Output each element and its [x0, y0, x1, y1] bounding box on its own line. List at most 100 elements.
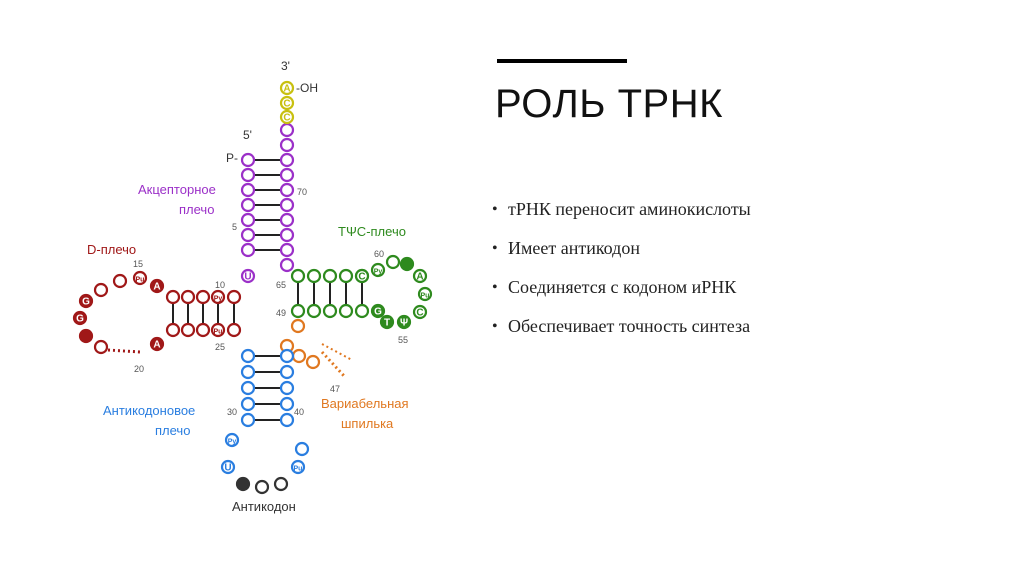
tpsic-arm-bead — [290, 303, 306, 319]
d-arm-bead — [180, 322, 196, 338]
bullet-dot-icon: • — [492, 318, 498, 335]
bullet-text: Имеет антикодон — [508, 238, 640, 258]
anticodon-stem-bead — [279, 380, 295, 396]
anticodon-loop-bead — [224, 432, 240, 448]
variable-loop-dots — [320, 350, 347, 379]
n20-label: 20 — [134, 364, 144, 374]
tpsic-loop-bead — [370, 303, 386, 319]
anticodon-stem-bead — [279, 412, 295, 428]
acceptor-stem-bead — [279, 197, 295, 213]
base-letter: C — [416, 308, 423, 319]
base-letter: Py — [374, 269, 383, 276]
anticodon-stem-bead — [240, 396, 256, 412]
d-loop-bead — [72, 310, 88, 326]
n60-label: 60 — [374, 249, 384, 259]
d-loop-bead — [149, 336, 165, 352]
p-label: P- — [226, 151, 238, 165]
tpsic-loop-bead — [370, 262, 386, 278]
d-loop-bead — [93, 339, 109, 355]
variable-loop-bead — [290, 318, 306, 334]
d-loop-bead — [112, 273, 128, 289]
n47-label: 47 — [330, 384, 340, 394]
acceptor-arm-label: Акцепторное — [138, 182, 216, 197]
tpsic-loop-bead — [396, 314, 412, 330]
acceptor-stem-bead — [240, 182, 256, 198]
acceptor-stem-bead — [279, 167, 295, 183]
acceptor-end-bead — [279, 80, 295, 96]
n49-label: 49 — [276, 308, 286, 318]
d-loop-bead — [93, 282, 109, 298]
anticodon-bead — [235, 476, 251, 492]
d-arm-bead — [180, 289, 196, 305]
acceptor-stem-bead — [240, 212, 256, 228]
five-prime-label: 5' — [243, 128, 252, 142]
anticodon-stem-bead — [240, 380, 256, 396]
d-arm-bead — [165, 322, 181, 338]
diagram-labels: 3' -OH 5' P- Акцепторное плечо 70 5 D-пл… — [87, 59, 409, 514]
base-letter: U — [224, 463, 231, 474]
anticodon-stem-bead — [279, 348, 295, 364]
slide-title: РОЛЬ ТРНК — [495, 82, 723, 126]
n10-label: 10 — [215, 280, 225, 290]
base-letter: Ψ — [400, 318, 408, 329]
tpsic-loop-bead — [385, 254, 401, 270]
tpsic-loop-bead — [399, 256, 415, 272]
base-letter: C — [358, 272, 365, 283]
variable-loop-bead — [305, 354, 321, 370]
anticodon-arm-label-2: плечо — [155, 423, 190, 438]
n30-label: 30 — [227, 407, 237, 417]
tpsic-arm-bead — [338, 303, 354, 319]
base-letter: U — [244, 272, 251, 283]
acceptor-stem-bead — [279, 122, 295, 138]
anticodon-loop-bead — [294, 441, 310, 457]
acceptor-stem-bead — [279, 227, 295, 243]
acceptor-stem-bead — [240, 152, 256, 168]
junction-bead — [240, 268, 256, 284]
base-letter: Pu — [421, 293, 430, 300]
bullet-item: •Соединяется с кодоном иРНК — [492, 268, 751, 307]
bullet-text: тРНК переносит аминокислоты — [508, 199, 751, 219]
base-letter: A — [283, 84, 290, 95]
bullet-dot-icon: • — [492, 201, 498, 218]
bullet-text: Соединяется с кодоном иРНК — [508, 277, 737, 297]
tpsic-arm-bead — [354, 303, 370, 319]
anticodon-stem-bead — [240, 348, 256, 364]
bullet-item: • Имеет антикодон — [492, 229, 751, 268]
tpsic-arm-bead — [322, 303, 338, 319]
acceptor-end-bead — [279, 95, 295, 111]
acceptor-stem-bead — [279, 137, 295, 153]
n65-label: 65 — [276, 280, 286, 290]
tpsic-arm-bead — [354, 268, 370, 284]
tpsic-loop-bead — [379, 314, 395, 330]
n55-label: 55 — [398, 335, 408, 345]
n25-label: 25 — [215, 342, 225, 352]
base-letter: Py — [228, 439, 237, 446]
acceptor-stem-bead — [279, 212, 295, 228]
base-letter: G — [76, 314, 84, 325]
d-arm-bead — [210, 322, 226, 338]
anticodon-stem-bead — [279, 396, 295, 412]
tpsic-loop-bead — [412, 304, 428, 320]
acceptor-end-bead — [279, 109, 295, 125]
anticodon-bead — [254, 479, 270, 495]
bullet-dot-icon: • — [492, 240, 498, 257]
d-loop-bead — [149, 278, 165, 294]
anticodon-arm-label: Антикодоновое — [103, 403, 195, 418]
base-letter: G — [82, 297, 90, 308]
tpsic-arm-bead — [290, 268, 306, 284]
d-arm-bead — [226, 322, 242, 338]
tpsic-loop-bead — [417, 286, 433, 302]
tpsic-loop-bead — [412, 268, 428, 284]
acceptor-stem-bead — [279, 182, 295, 198]
d-arm-bead — [165, 289, 181, 305]
tpsic-arm-bead — [306, 303, 322, 319]
acceptor-arm-label-2: плечо — [179, 202, 214, 217]
base-letter: G — [374, 307, 382, 318]
variable-loop-label: Вариабельная — [321, 396, 409, 411]
anticodon-stem-bead — [279, 364, 295, 380]
base-letter: C — [283, 113, 290, 124]
d-arm-bead — [210, 289, 226, 305]
